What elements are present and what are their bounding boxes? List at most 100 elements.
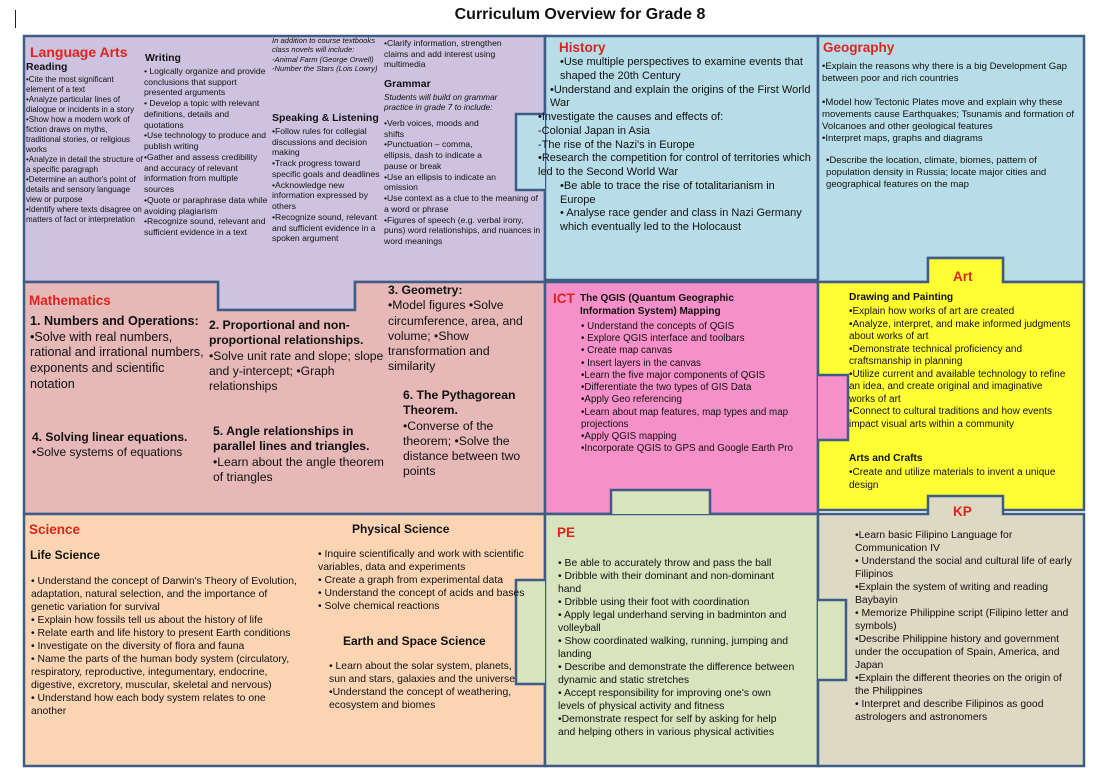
list-item: •Describe Philippine history and governm… (855, 634, 1060, 671)
list-item: • Dribble using their foot with coordina… (558, 597, 750, 608)
list-item: •Understand the concept of weathering, e… (329, 687, 512, 711)
list-item: •Analyze in detail the structure of a sp… (26, 155, 143, 174)
math-section-title: 2. Proportional and non-proportional rel… (209, 318, 364, 348)
list-item: •Interpret maps, graphs and diagrams (822, 132, 983, 144)
math-section-5: 5. Angle relationships in parallel lines… (213, 424, 395, 485)
list-item: •Use technology to produce and publish w… (144, 130, 266, 152)
list-item: • Analyse race gender and class in Nazi … (560, 207, 802, 233)
list-item: • Understand the concepts of QGIS (581, 321, 735, 332)
ict-heading: ICT (553, 291, 575, 306)
list-item: • Apply legal underhand serving in badmi… (558, 610, 787, 634)
list-item: •Be able to trace the rise of totalitari… (560, 179, 775, 206)
list-item: • Insert layers in the canvas (581, 357, 701, 369)
list-item: • Solve chemical reactions (318, 601, 440, 612)
geography-heading: Geography (823, 40, 895, 55)
list-item: • Be able to accurately throw and pass t… (558, 558, 772, 569)
list-item: •Acknowledge new information expressed b… (272, 179, 369, 212)
list-item: • Interpret and describe Filipinos as go… (855, 699, 1044, 723)
list-item: •Utilize current and available technolog… (849, 368, 1066, 405)
art-crafts-title: Arts and Crafts (849, 453, 923, 464)
list-item: • Accept responsibility for improving on… (558, 688, 771, 712)
clarify-item: •Clarify information, strengthen claims … (384, 38, 502, 70)
ict-tab (818, 373, 850, 442)
page-title: Curriculum Overview for Grade 8 (454, 6, 706, 23)
list-item: •Analyze particular lines of dialogue or… (26, 95, 135, 114)
list-item: •Recognize sound, relevant and sufficien… (144, 216, 266, 238)
kp-heading: KP (953, 504, 972, 519)
math-section-body: •Learn about the angle theorem of triang… (213, 454, 384, 484)
list-item: • Understand the social and cultural lif… (855, 556, 1072, 580)
math-section-body: •Solve systems of equations (32, 445, 183, 459)
list-item: •Use an ellipsis to indicate an omission (384, 171, 496, 193)
list-item: -Colonial Japan in Asia (538, 124, 650, 137)
list-item: • Logically organize and provide conclus… (144, 66, 266, 98)
list-item: • Explore QGIS interface and toolbars (581, 333, 745, 345)
art-piece (816, 256, 1086, 512)
ict-subtitle: The QGIS (Quantum Geographic Information… (580, 293, 734, 317)
art-drawing-list: •Explain how works of art are created •A… (849, 306, 1071, 431)
novel-item: -Animal Farm (George Orwell) (272, 54, 374, 64)
history-tab (514, 112, 545, 192)
geography-list: •Explain the reasons why there is a big … (822, 61, 1080, 191)
art-heading: Art (953, 269, 973, 284)
list-item: •Show how a modern work of fiction draws… (26, 115, 131, 154)
life-science-list: • Understand the concept of Darwin's The… (31, 575, 303, 718)
speaking-list: •Follow rules for collegial discussions … (272, 126, 386, 244)
list-item: • Understand the concept of Darwin's The… (31, 576, 297, 613)
physical-science-title: Physical Science (352, 522, 450, 536)
math-section-title: 4. Solving linear equations. (32, 430, 188, 444)
earth-space-list: • Learn about the solar system, planets,… (329, 660, 519, 712)
math-section-4: 4. Solving linear equations. •Solve syst… (32, 430, 210, 460)
list-item: •Understand and explain the origins of t… (550, 83, 811, 110)
class-novels-note: In addition to course textbooks class no… (272, 36, 384, 74)
writing-title: Writing (145, 52, 181, 64)
math-section-title: 1. Numbers and Operations: (30, 314, 199, 328)
physical-science-list: • Inquire scientifically and work with s… (318, 548, 542, 613)
list-item: • Show coordinated walking, running, jum… (558, 636, 789, 660)
reading-title: Reading (26, 61, 68, 73)
math-section-3: 3. Geometry: •Model figures •Solve circu… (388, 283, 540, 375)
list-item: •Cite the most significant element of a … (26, 75, 114, 94)
list-item: • Dribble with their dominant and non-do… (558, 571, 775, 595)
list-item: •Demonstrate technical proficiency and c… (849, 343, 1023, 368)
math-section-6: 6. The Pythagorean Theorem. •Converse of… (403, 388, 539, 480)
list-item: •Demonstrate respect for self by asking … (558, 714, 777, 738)
math-section-1: 1. Numbers and Operations: •Solve with r… (30, 314, 206, 393)
list-item: •Gather and assess credibility and accur… (144, 151, 258, 195)
list-item: • Understand the concept of acids and ba… (318, 588, 525, 599)
list-item: • Create a graph from experimental data (318, 575, 503, 586)
list-item: •Use multiple perspectives to examine ev… (560, 56, 803, 82)
ict-list: • Understand the concepts of QGIS • Expl… (581, 321, 795, 456)
list-item: •Research the competition for control of… (538, 152, 811, 178)
grammar-intro: Students will build on grammar practice … (384, 92, 498, 113)
reading-list: •Cite the most significant element of a … (26, 75, 144, 225)
list-item: • Memorize Philippine script (Filipino l… (855, 608, 1069, 632)
math-section-body: •Solve with real numbers, rational and i… (30, 329, 204, 391)
pe-heading: PE (557, 525, 576, 540)
grammar-title: Grammar (384, 78, 431, 90)
science-heading: Science (29, 522, 81, 537)
earth-space-title: Earth and Space Science (343, 634, 486, 648)
pe-tab-right (818, 598, 848, 682)
list-item: •Punctuation – comma, ellipsis, dash to … (384, 139, 482, 171)
math-section-title: 5. Angle relationships in parallel lines… (213, 424, 370, 454)
art-drawing-title: Drawing and Painting (849, 292, 954, 303)
math-section-2: 2. Proportional and non-proportional rel… (209, 318, 385, 394)
writing-list: • Logically organize and provide conclus… (144, 66, 270, 238)
list-item: •Quote or paraphrase data while avoiding… (144, 194, 268, 216)
list-item: •Figures of speech (e.g. verbal irony, p… (384, 214, 541, 247)
list-item: •Create and utilize materials to invent … (849, 467, 1056, 491)
list-item: •Analyze, interpret, and make informed j… (849, 318, 1071, 343)
history-heading: History (559, 40, 606, 55)
kp-piece (816, 494, 1086, 768)
list-item: •Differentiate the two types of GIS Data (581, 382, 752, 394)
list-item: •Explain how works of art are created (849, 306, 1015, 317)
history-list: •Use multiple perspectives to examine ev… (538, 56, 812, 235)
math-section-body: •Converse of the theorem; •Solve the dis… (403, 418, 521, 479)
text-cursor (15, 10, 16, 28)
list-item: • Inquire scientifically and work with s… (318, 549, 524, 573)
list-item: •Model how Tectonic Plates move and expl… (822, 96, 1075, 132)
math-section-title: 6. The Pythagorean Theorem. (403, 388, 516, 418)
list-item: • Create map canvas (581, 345, 673, 357)
